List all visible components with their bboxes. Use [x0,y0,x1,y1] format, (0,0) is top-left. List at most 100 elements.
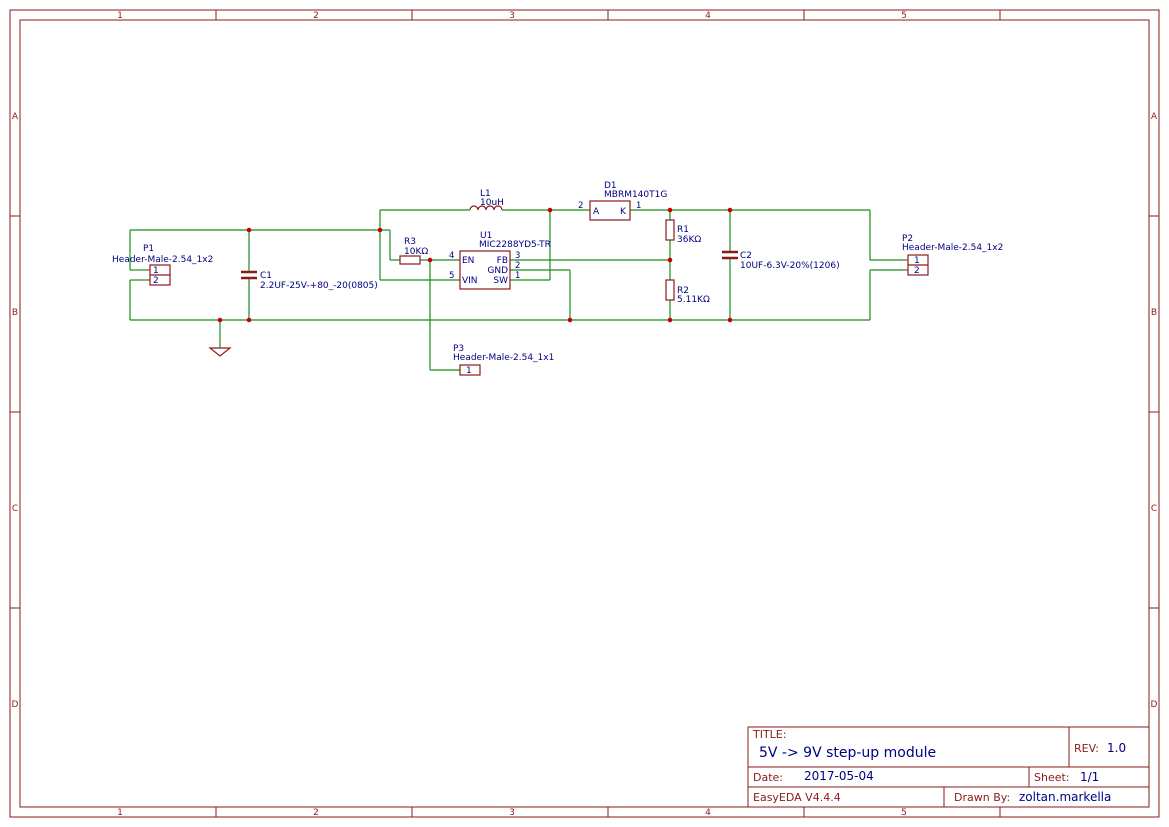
value-label: 2.2UF-25V-+80_-20(0805) [260,281,378,291]
value-label: Header-Male-2.54_1x2 [902,243,1003,253]
drawn-by-label: Drawn By: [954,791,1010,804]
drawn-by-value: zoltan.markella [1019,790,1111,804]
column-label: 2 [313,11,319,21]
pin-number: 4 [449,251,454,261]
pin-number: 2 [153,276,159,286]
value-label: Header-Male-2.54_1x1 [453,353,554,363]
row-labels-left: A B C D [12,112,19,710]
junctions [217,207,733,323]
capacitor-c2[interactable]: C2 10UF-6.3V-20%(1206) [722,250,840,271]
pin-number: 2 [914,266,920,276]
value-label: 5.11KΩ [677,295,710,305]
resistor-r3[interactable]: R3 10KΩ [399,237,428,265]
wires [129,209,904,371]
junction-dot [547,207,553,213]
row-labels-right: A B C D [1151,112,1158,710]
junction-dot [727,317,733,323]
value-label: Header-Male-2.54_1x2 [112,255,213,265]
pin-name: K [620,207,627,217]
diode-d1[interactable]: D1 MBRM140T1G A K 2 1 [578,181,667,221]
column-label: 4 [705,808,711,818]
ref-label: R2 [677,286,689,296]
value-label: MBRM140T1G [604,190,667,200]
junction-dot [727,207,733,213]
connector-p3[interactable]: P3 Header-Male-2.54_1x1 1 [453,344,554,376]
row-label: C [12,504,18,514]
drawing-frame [9,9,1160,818]
junction-dot [246,227,252,233]
rev-label: REV: [1074,742,1099,755]
column-label: 5 [901,808,907,818]
sheet-label: Sheet: [1034,771,1070,784]
row-label: D [12,700,19,710]
row-label: C [1151,504,1157,514]
row-label: B [12,308,18,318]
capacitor-c1[interactable]: C1 2.2UF-25V-+80_-20(0805) [241,270,378,291]
pin-name: GND [487,266,508,276]
ref-label: P3 [453,344,464,354]
column-label: 2 [313,808,319,818]
ref-label: P1 [143,244,154,254]
title-label: TITLE: [752,728,786,741]
row-label: A [12,112,19,122]
ground-symbol [208,347,232,357]
sheet-value: 1/1 [1080,770,1099,784]
pin-number: 1 [914,256,920,266]
column-label: 3 [509,808,515,818]
ref-label: C2 [740,251,752,261]
junction-dot [377,227,383,233]
pin-number: 2 [578,201,583,211]
value-label: 10UF-6.3V-20%(1206) [740,261,840,271]
junction-dot [667,207,673,213]
pin-number: 5 [449,271,454,281]
column-label: 1 [117,11,123,21]
pin-name: A [593,207,600,217]
column-label: 4 [705,11,711,21]
junction-dot [427,257,433,263]
pin-name: FB [497,256,508,266]
date-label: Date: [753,771,783,784]
column-label: 3 [509,11,515,21]
column-label: 1 [117,808,123,818]
connector-p1[interactable]: P1 Header-Male-2.54_1x2 1 2 [112,244,213,286]
pin-number: 1 [153,266,159,276]
junction-dot [217,317,223,323]
ref-label: R1 [677,225,689,235]
connector-p2[interactable]: P2 Header-Male-2.54_1x2 1 2 [902,234,1003,276]
pin-name: VIN [462,276,478,286]
value-label: MIC2288YD5-TR [479,240,551,250]
pin-number: 2 [515,261,520,271]
pin-name: EN [462,256,474,266]
software-label: EasyEDA V4.4.4 [753,791,841,804]
row-label: D [1151,700,1158,710]
ic-u1[interactable]: U1 MIC2288YD5-TR 4 EN 5 VIN FB 3 GND 2 S… [449,231,551,290]
junction-dot [567,317,573,323]
pin-number: 1 [515,271,520,281]
value-label: 10KΩ [404,247,428,257]
date-value: 2017-05-04 [804,769,874,783]
pin-name: SW [493,276,508,286]
pin-number: 3 [515,251,520,261]
junction-dot [246,317,252,323]
column-label: 5 [901,11,907,21]
junction-dot [667,257,673,263]
junction-dot [667,317,673,323]
value-label: 10uH [480,198,504,208]
column-labels-bottom: 1 2 3 4 5 [117,808,907,818]
ref-label: P2 [902,234,913,244]
inductor-l1[interactable]: L1 10uH [469,189,504,211]
sheet-title: 5V -> 9V step-up module [759,745,936,761]
pin-number: 1 [466,366,472,376]
title-block: TITLE: 5V -> 9V step-up module REV: 1.0 … [747,726,1150,808]
ref-label: U1 [480,231,492,241]
rev-value: 1.0 [1107,741,1126,755]
ref-label: L1 [480,189,491,199]
resistor-r1[interactable]: R1 36KΩ [665,219,701,245]
ref-label: C1 [260,271,272,281]
row-label: B [1151,308,1157,318]
row-label: A [1151,112,1158,122]
resistor-r2[interactable]: R2 5.11KΩ [665,279,710,305]
ref-label: D1 [604,181,617,191]
ref-label: R3 [404,237,416,247]
